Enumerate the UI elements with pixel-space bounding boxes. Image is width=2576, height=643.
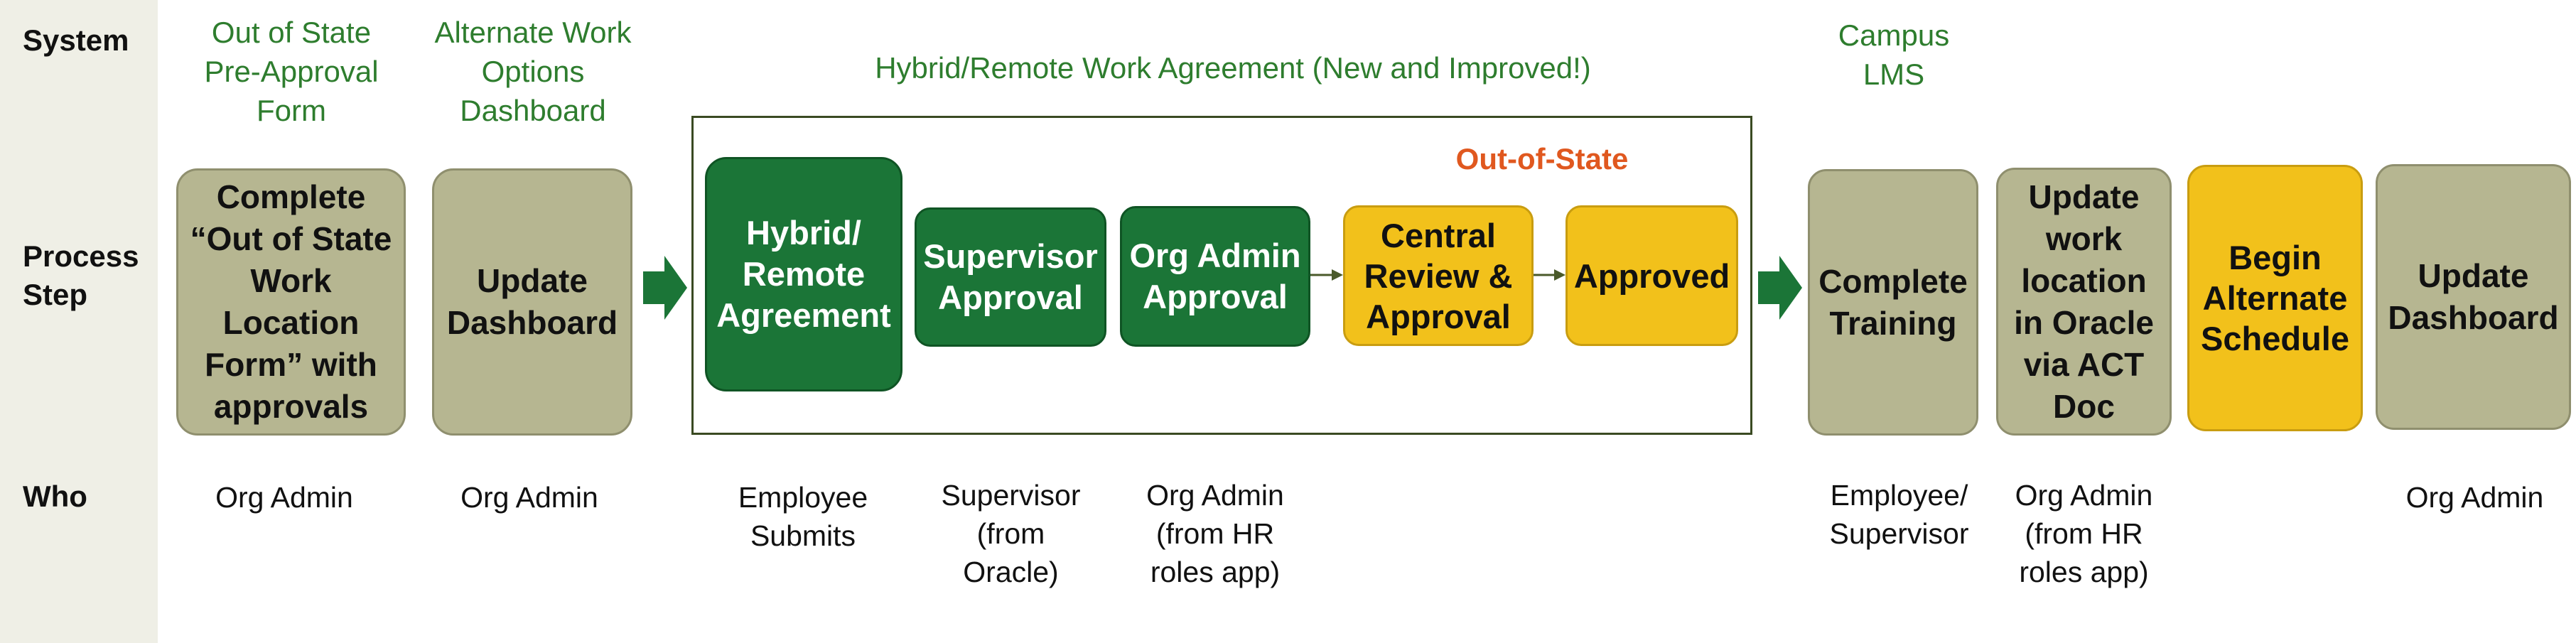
step-hybrid-remote-agreement: Hybrid/ Remote Agreement xyxy=(705,157,902,391)
step-complete-out-of-state-form: Complete “Out of State Work Location For… xyxy=(176,168,406,436)
row-label-system: System xyxy=(23,23,129,57)
flow-arrow-icon xyxy=(1758,256,1802,320)
step-update-dashboard: Update Dashboard xyxy=(432,168,632,436)
connector-arrow-icon xyxy=(1534,269,1565,281)
step-update-dashboard-final: Update Dashboard xyxy=(2376,164,2571,430)
system-campus-lms: Campus LMS xyxy=(1838,18,1950,91)
row-label-process-step: Process Step xyxy=(23,239,139,311)
agreement-process-frame xyxy=(691,116,1752,435)
who-update-location: Org Admin (from HR roles app) xyxy=(2015,479,2153,588)
who-agreement: Employee Submits xyxy=(738,481,868,552)
row-label-who: Who xyxy=(23,480,87,513)
who-update-dashboard: Org Admin xyxy=(460,481,598,514)
flow-arrow-icon xyxy=(643,256,687,320)
step-approved: Approved xyxy=(1565,205,1738,346)
system-hybrid-remote-agreement: Hybrid/Remote Work Agreement (New and Im… xyxy=(875,50,1591,85)
who-update-dashboard-final: Org Admin xyxy=(2405,481,2544,514)
system-out-of-state-form: Out of State Pre-Approval Form xyxy=(204,16,379,127)
who-supervisor-approval: Supervisor (from Oracle) xyxy=(941,479,1081,588)
row-labels-sidebar xyxy=(0,0,158,643)
step-complete-training: Complete Training xyxy=(1808,169,1978,436)
step-supervisor-approval: Supervisor Approval xyxy=(915,207,1106,347)
step-update-work-location: Update work location in Oracle via ACT D… xyxy=(1996,168,2172,436)
out-of-state-label: Out-of-State xyxy=(1455,142,1629,175)
connector-arrow-icon xyxy=(1310,269,1343,281)
who-org-admin-approval: Org Admin (from HR roles app) xyxy=(1146,479,1284,588)
step-begin-alternate-schedule: Begin Alternate Schedule xyxy=(2187,165,2363,431)
who-complete-training: Employee/ Supervisor xyxy=(1829,479,1969,550)
step-central-review-approval: Central Review & Approval xyxy=(1343,205,1534,346)
step-org-admin-approval: Org Admin Approval xyxy=(1120,206,1310,347)
system-alternate-work-dashboard: Alternate Work Options Dashboard xyxy=(434,16,632,127)
who-complete-form: Org Admin xyxy=(215,481,353,514)
